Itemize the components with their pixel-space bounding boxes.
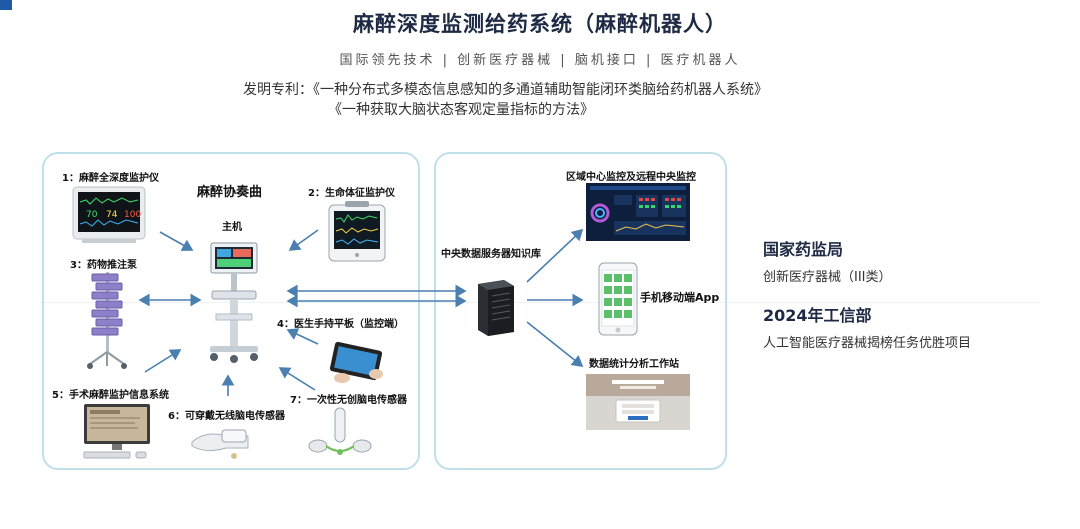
vital-monitor-image <box>327 201 387 263</box>
arrow-5 <box>145 350 180 372</box>
item-6-label: 6：可穿戴无线脑电传感器 <box>168 407 285 422</box>
mobile-app-image <box>598 262 638 336</box>
regional-label: 区域中心监控及远程中央监控 <box>566 168 696 183</box>
regional-dashboard-image <box>586 183 690 241</box>
host-label: 主机 <box>222 218 242 233</box>
infusion-pump-image <box>86 268 130 370</box>
panel-heading: 麻醉协奏曲 <box>197 181 262 200</box>
app-label: 手机移动端App <box>640 289 719 305</box>
item-7-label: 7：一次性无创脑电传感器 <box>290 391 407 406</box>
item-5-label: 5：手术麻醉监护信息系统 <box>52 386 169 401</box>
tablet-image <box>328 340 386 386</box>
org1-desc: 创新医疗器械（III类） <box>763 266 892 285</box>
workstation-label: 数据统计分析工作站 <box>589 355 679 370</box>
arrow-1 <box>160 232 192 250</box>
arrow-2 <box>290 230 318 250</box>
arrow-workstation <box>527 322 582 366</box>
item-2-label: 2：生命体征监护仪 <box>308 184 395 199</box>
org1-heading: 国家药监局 <box>763 236 843 260</box>
org2-heading: 2024年工信部 <box>763 302 872 326</box>
wearable-sensor-image <box>186 422 256 462</box>
org2-desc: 人工智能医疗器械揭榜任务优胜项目 <box>763 332 971 351</box>
info-system-image <box>80 402 156 460</box>
server-image <box>474 278 518 336</box>
monitor-value-2: 74 <box>106 210 118 220</box>
monitor-value-3: 100 <box>124 210 141 220</box>
workstation-image <box>586 374 690 430</box>
item-1-label: 1：麻醉全深度监护仪 <box>62 169 159 184</box>
arrow-4 <box>288 330 318 344</box>
depth-monitor-image: 70 74 100 <box>72 186 146 244</box>
disposable-sensor-image <box>306 406 374 462</box>
arrow-7 <box>280 368 315 390</box>
host-cart-image <box>206 240 262 366</box>
server-label: 中央数据服务器知识库 <box>441 245 541 260</box>
monitor-value-1: 70 <box>86 210 98 220</box>
item-4-label: 4：医生手持平板（监控端） <box>277 315 404 330</box>
